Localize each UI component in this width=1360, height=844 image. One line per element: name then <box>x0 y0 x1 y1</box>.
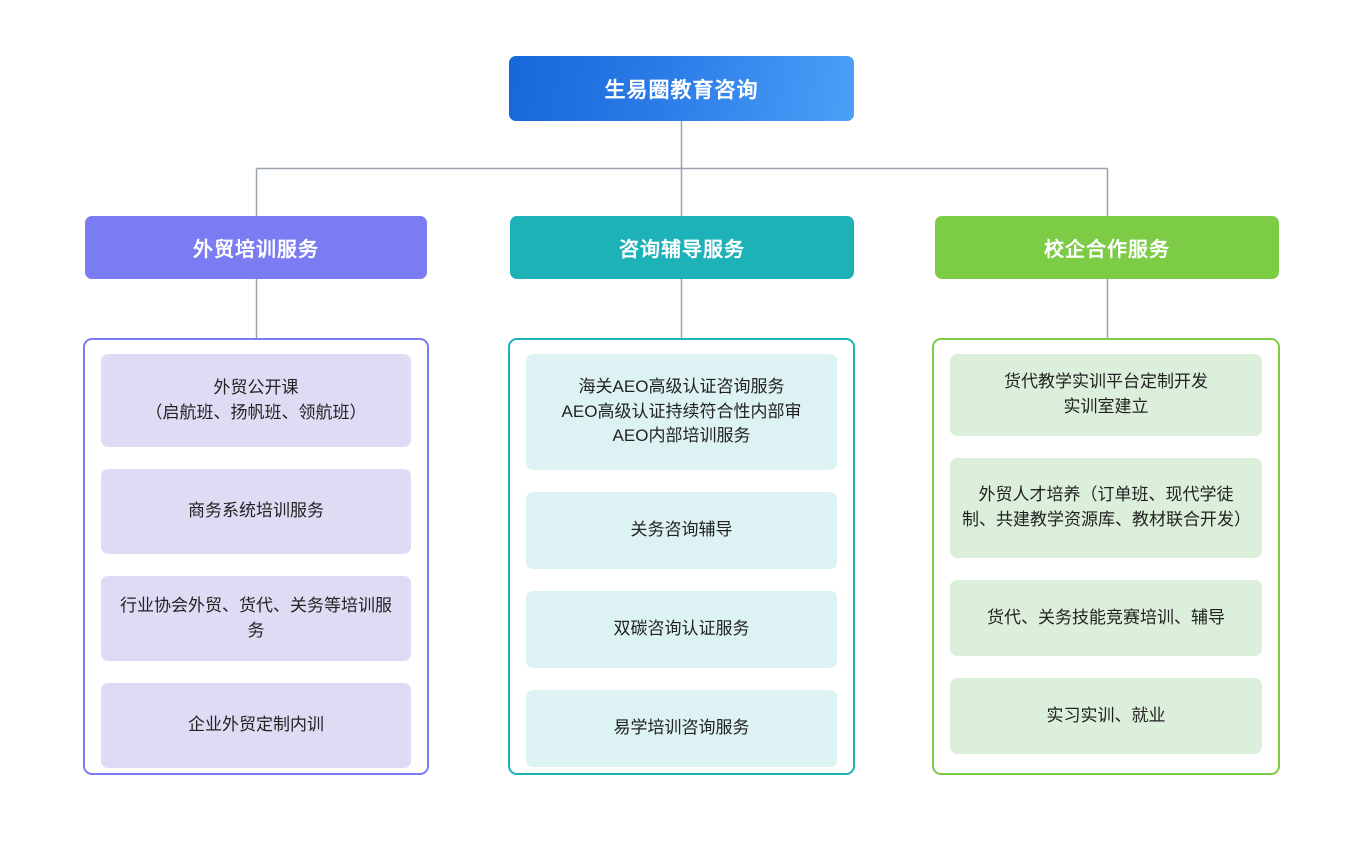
service-item[interactable]: 实习实训、就业 <box>950 678 1262 754</box>
service-item[interactable]: 行业协会外贸、货代、关务等培训服务 <box>101 576 411 661</box>
category-header-label: 校企合作服务 <box>1044 239 1170 261</box>
service-panel-training: 外贸公开课 （启航班、扬帆班、领航班） 商务系统培训服务 行业协会外贸、货代、关… <box>83 338 429 775</box>
service-item[interactable]: 海关AEO高级认证咨询服务 AEO高级认证持续符合性内部审 AEO内部培训服务 <box>526 354 837 470</box>
service-panel-consulting: 海关AEO高级认证咨询服务 AEO高级认证持续符合性内部审 AEO内部培训服务 … <box>508 338 855 775</box>
service-item[interactable]: 双碳咨询认证服务 <box>526 591 837 668</box>
service-item[interactable]: 外贸人才培养（订单班、现代学徒制、共建教学资源库、教材联合开发） <box>950 458 1262 558</box>
service-item[interactable]: 易学培训咨询服务 <box>526 690 837 767</box>
service-panel-school-enterprise: 货代教学实训平台定制开发 实训室建立 外贸人才培养（订单班、现代学徒制、共建教学… <box>932 338 1280 775</box>
service-item[interactable]: 关务咨询辅导 <box>526 492 837 569</box>
service-item[interactable]: 商务系统培训服务 <box>101 469 411 554</box>
root-node[interactable]: 生易圈教育咨询 <box>509 56 854 121</box>
service-item[interactable]: 货代教学实训平台定制开发 实训室建立 <box>950 354 1262 436</box>
service-item[interactable]: 外贸公开课 （启航班、扬帆班、领航班） <box>101 354 411 447</box>
category-header-training[interactable]: 外贸培训服务 <box>85 216 427 279</box>
service-item[interactable]: 货代、关务技能竞赛培训、辅导 <box>950 580 1262 656</box>
category-header-label: 咨询辅导服务 <box>619 239 745 261</box>
category-header-consulting[interactable]: 咨询辅导服务 <box>510 216 854 279</box>
category-header-label: 外贸培训服务 <box>193 239 319 261</box>
category-header-school-enterprise[interactable]: 校企合作服务 <box>935 216 1279 279</box>
service-item[interactable]: 企业外贸定制内训 <box>101 683 411 768</box>
root-node-label: 生易圈教育咨询 <box>604 78 759 102</box>
